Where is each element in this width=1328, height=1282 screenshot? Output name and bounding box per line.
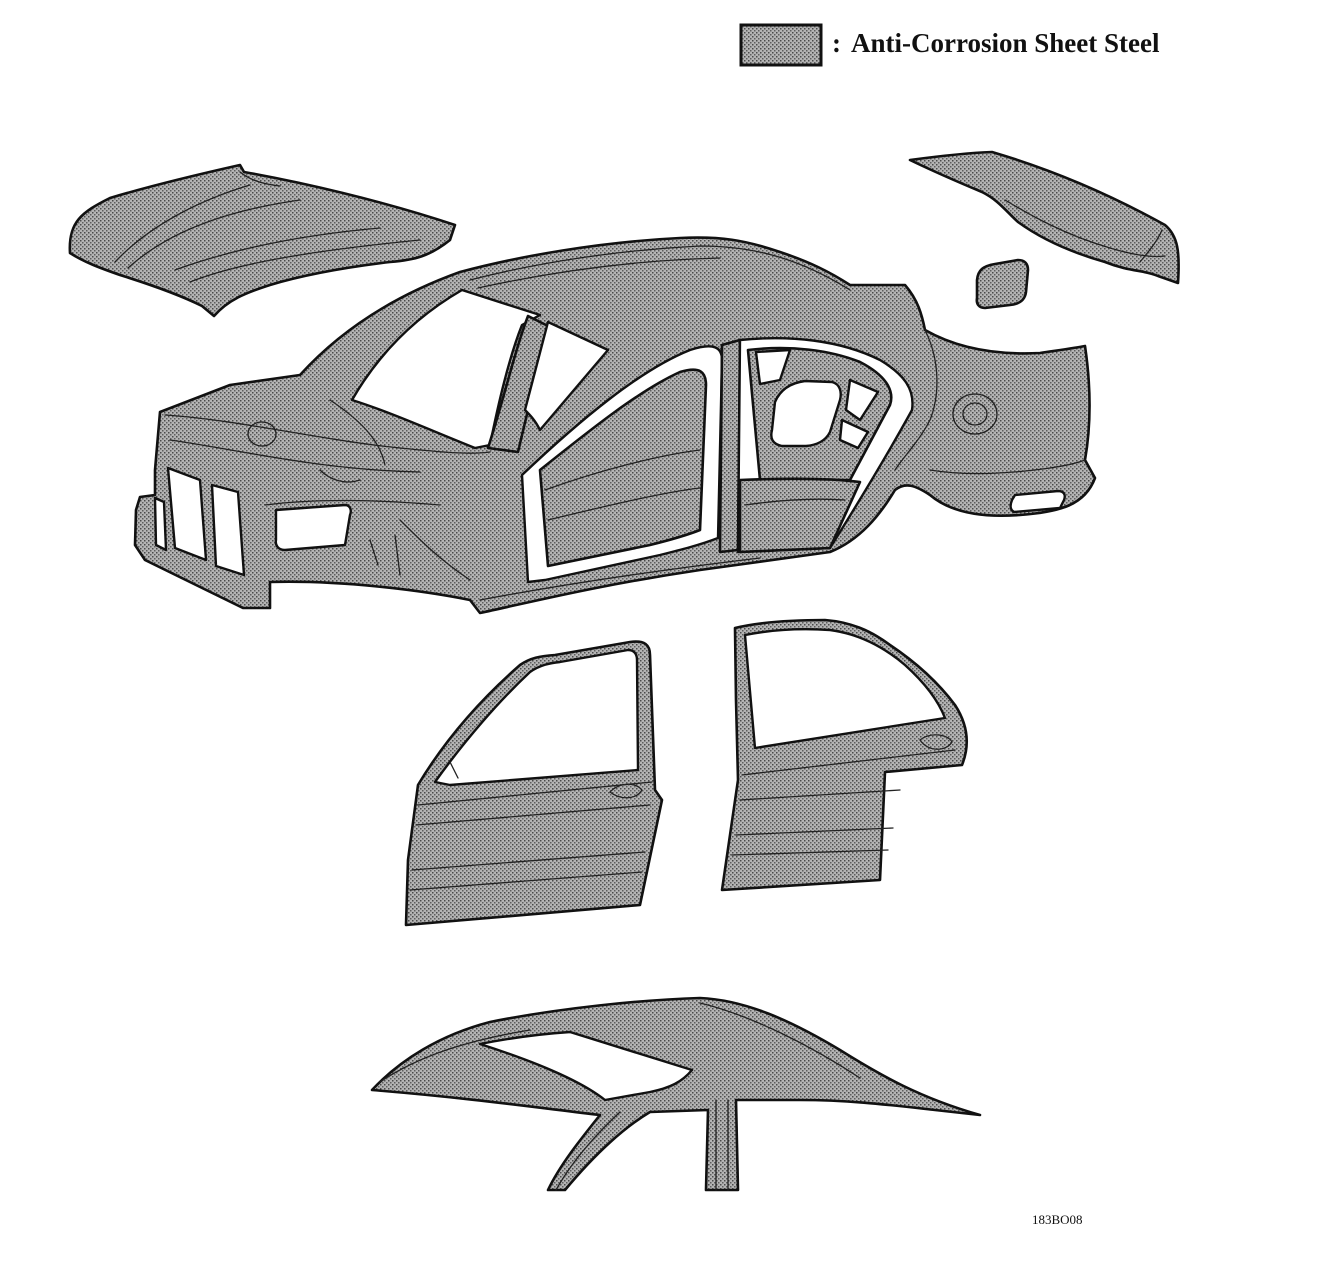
body-shell — [133, 236, 1097, 615]
fuel-filler-door — [975, 258, 1030, 310]
front-door-panel — [404, 640, 664, 927]
legend-label: Anti-Corrosion Sheet Steel — [851, 28, 1160, 58]
rear-door-panel — [720, 618, 968, 892]
legend-swatch — [739, 23, 823, 67]
hood-panel — [68, 163, 457, 318]
figure-code: 183BO08 — [1032, 1212, 1083, 1227]
roof-panel — [370, 996, 982, 1192]
trunk-lid-panel — [908, 150, 1180, 285]
legend-separator: : — [832, 28, 841, 58]
legend: : Anti-Corrosion Sheet Steel — [739, 23, 1160, 67]
